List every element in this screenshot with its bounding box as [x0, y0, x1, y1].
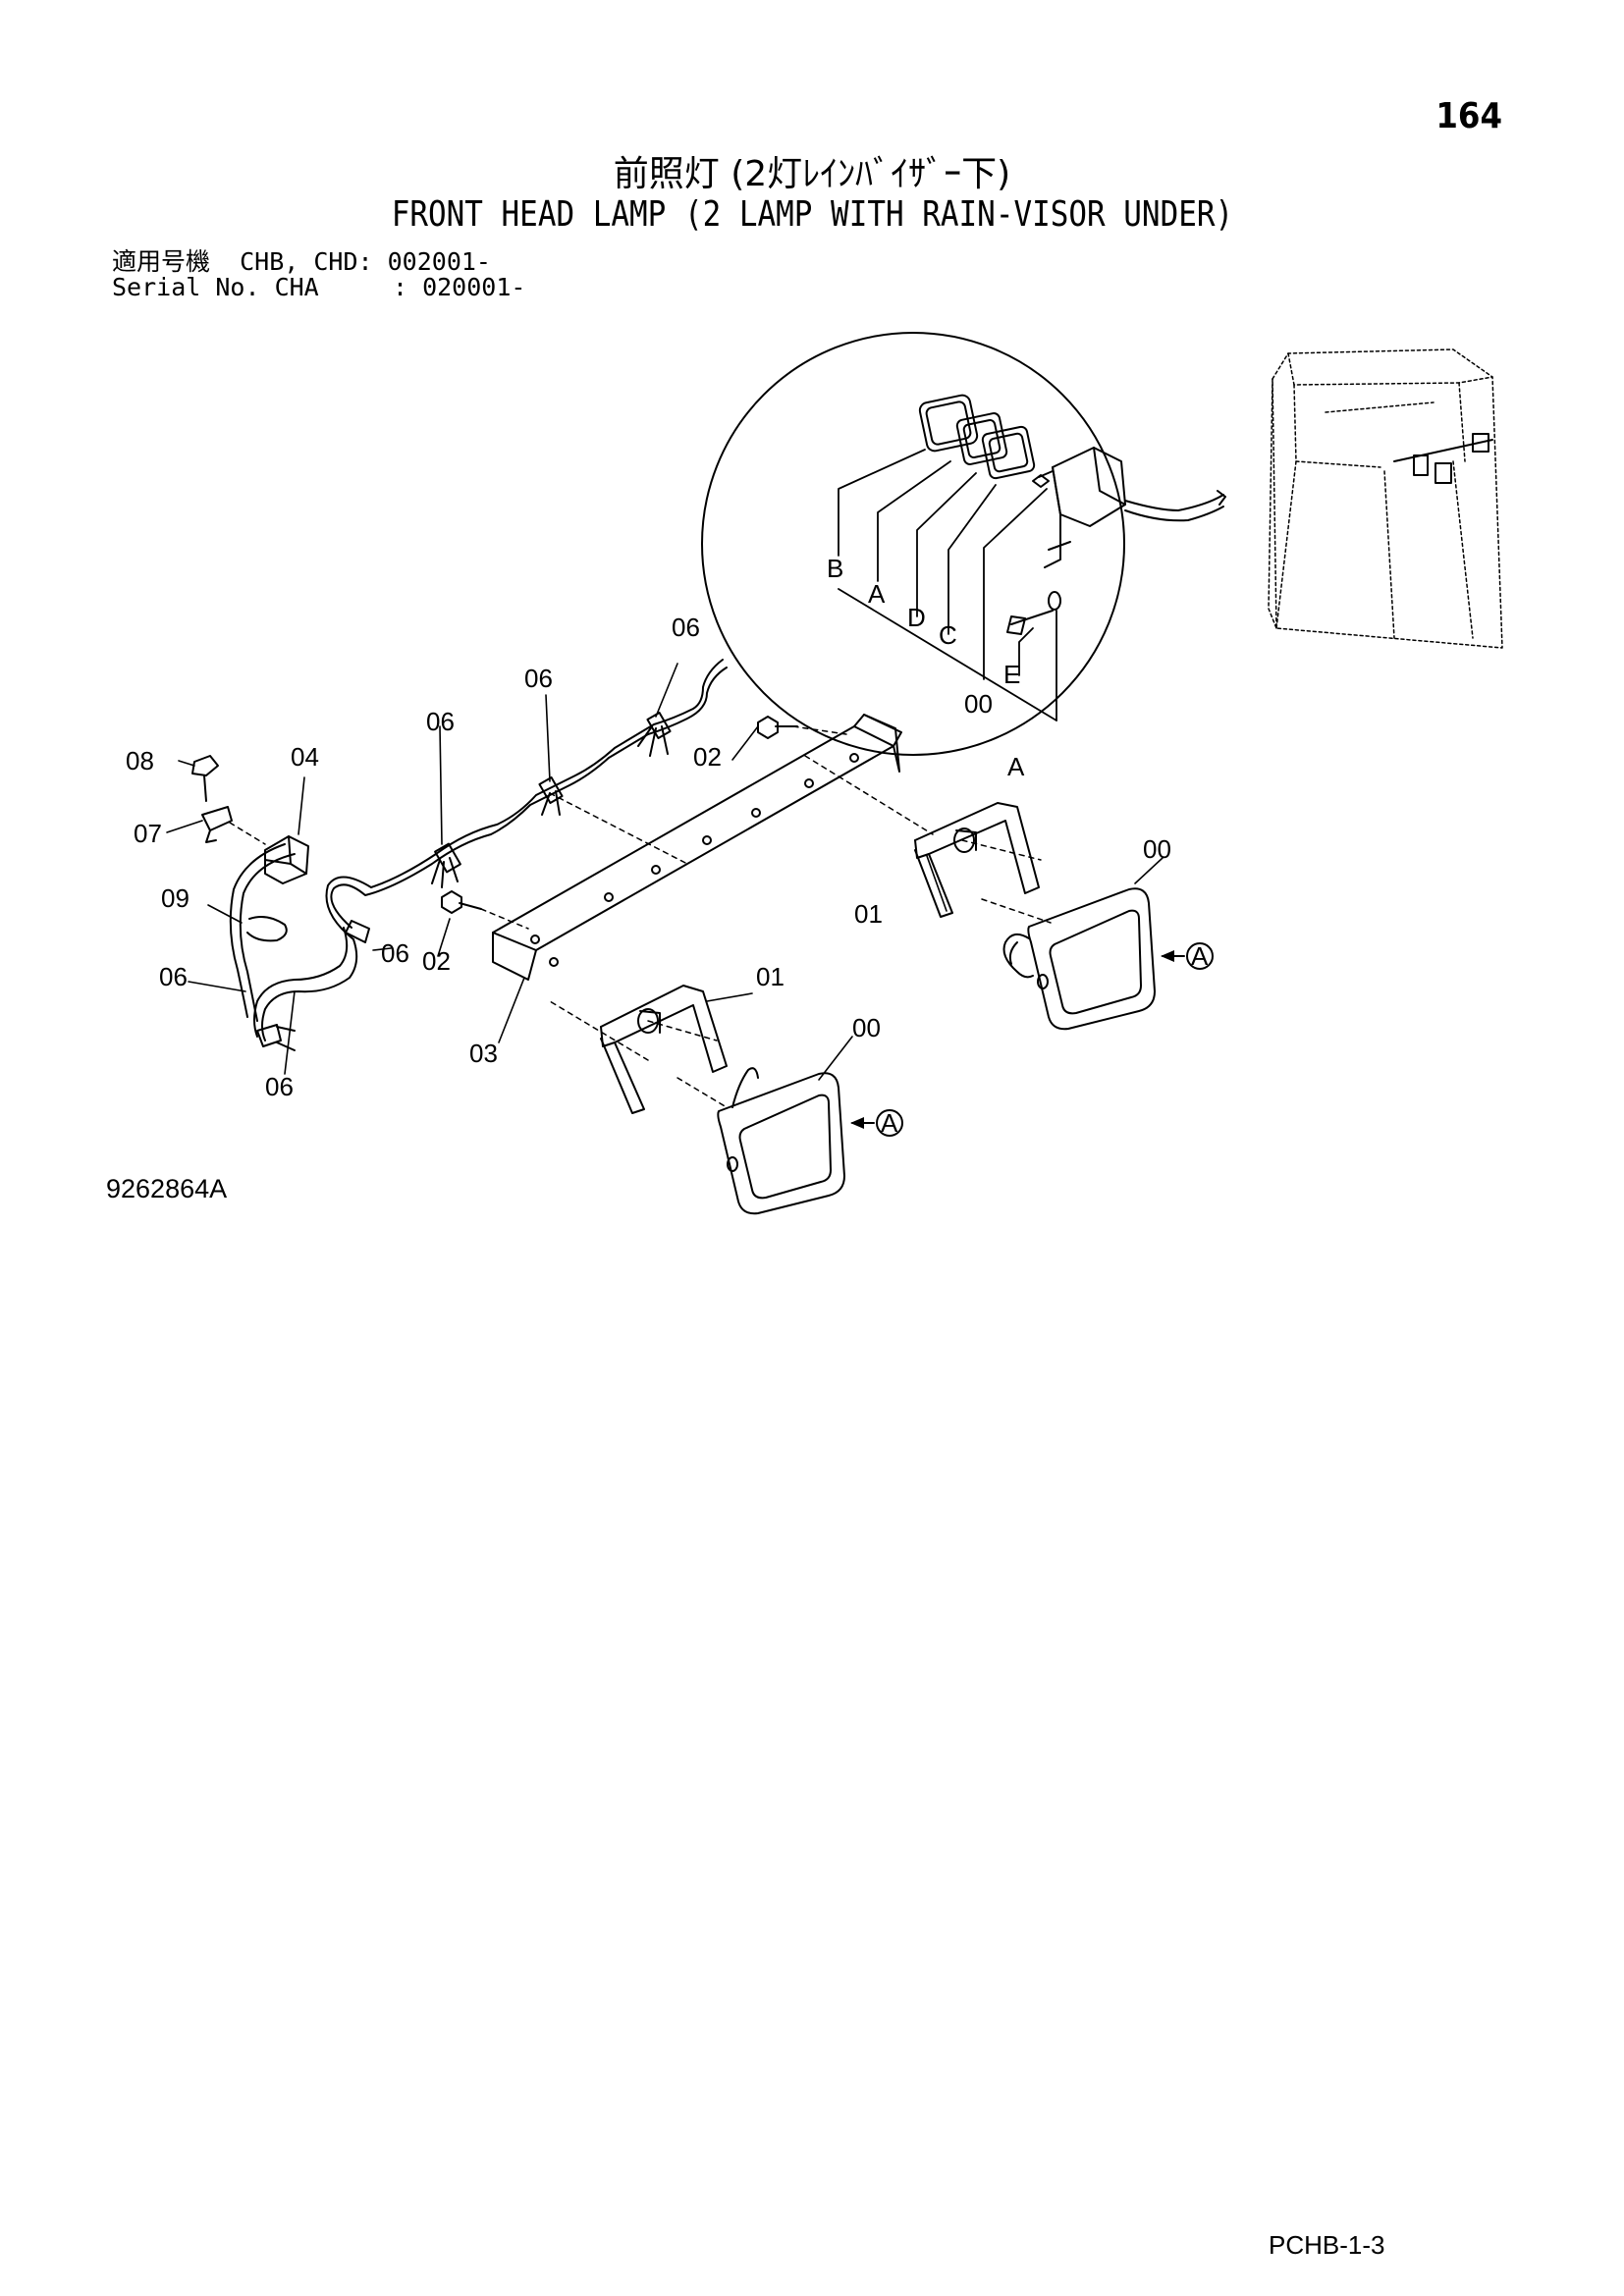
callout-00-a: 00 — [1143, 834, 1171, 864]
callout-02-a: 02 — [422, 946, 451, 976]
callout-02-b: 02 — [693, 742, 722, 772]
callout-06-e: 06 — [524, 664, 553, 693]
detail-leaders — [838, 449, 1057, 721]
detail-screw — [1006, 591, 1061, 635]
reference-arrows — [851, 942, 1214, 1137]
drawing-code: 9262864A — [106, 1174, 228, 1203]
callout-00-b: 00 — [852, 1013, 881, 1042]
cab-lamp-marks — [1393, 433, 1493, 484]
callout-06-c: 06 — [381, 938, 409, 968]
reference-a-left: A — [881, 1108, 898, 1138]
stay-left — [600, 985, 728, 1114]
lamp-right — [1002, 887, 1156, 1031]
reference-a-right: A — [1191, 941, 1209, 971]
callout-09: 09 — [161, 883, 189, 913]
callout-01-b: 01 — [854, 899, 883, 929]
detail-circle-label: A — [1007, 752, 1025, 781]
serial-line-1: 適用号機 CHB, CHD: 002001- — [112, 247, 491, 276]
main-bracket — [492, 714, 902, 981]
detail-label-c: C — [939, 620, 957, 650]
callout-06-d: 06 — [426, 707, 455, 736]
assembly-lines — [229, 725, 1052, 1108]
detail-label-00: 00 — [964, 689, 993, 719]
callout-03: 03 — [469, 1039, 498, 1068]
callout-leaders — [166, 663, 1164, 1081]
harness-ties — [246, 711, 672, 1051]
detail-label-b: B — [827, 554, 843, 583]
detail-lamp-body — [1032, 447, 1226, 568]
page-number: 164 — [1435, 96, 1502, 136]
title-english: FRONT HEAD LAMP (2 LAMP WITH RAIN-VISOR … — [391, 194, 1234, 235]
detail-label-d: D — [907, 603, 926, 632]
callout-07: 07 — [134, 819, 162, 848]
callout-06-a: 06 — [159, 962, 188, 991]
callout-04: 04 — [291, 742, 319, 772]
title-japanese: 前照灯 (2灯ﾚｲﾝﾊﾞｲｻﾞｰ下) — [613, 154, 1011, 194]
detail-label-a: A — [868, 579, 886, 609]
callout-06-b: 06 — [265, 1072, 294, 1101]
connector — [264, 835, 309, 884]
lamp-left — [717, 1067, 845, 1215]
detail-circle — [701, 332, 1125, 756]
stay-right — [914, 802, 1040, 918]
callout-06-f: 06 — [672, 613, 700, 642]
callout-01-a: 01 — [756, 962, 785, 991]
serial-line-2: Serial No. CHA : 020001- — [112, 273, 526, 301]
serial-info: 適用号機 CHB, CHD: 002001- Serial No. CHA : … — [112, 249, 525, 300]
detail-bezel — [918, 394, 1036, 480]
callout-08: 08 — [126, 746, 154, 775]
wire-harness — [229, 659, 728, 1041]
cab-outline — [1268, 348, 1503, 649]
clip-and-bolt — [191, 755, 233, 843]
arrow-heads — [850, 950, 1174, 1129]
page-code: PCHB-1-3 — [1269, 2230, 1385, 2260]
detail-label-e: E — [1003, 660, 1020, 689]
